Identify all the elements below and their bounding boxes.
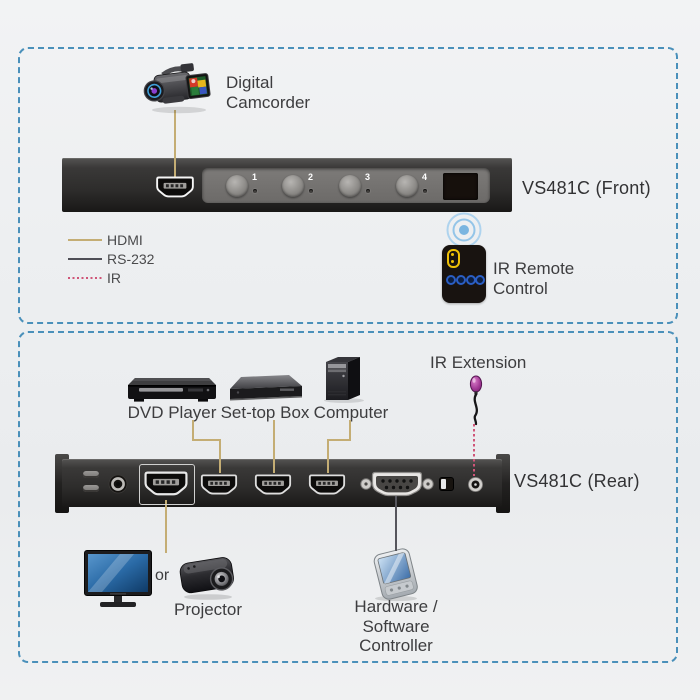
- legend-rs232-label: RS-232: [107, 251, 155, 267]
- ir-remote-label: IR Remote Control: [493, 259, 574, 298]
- hdmi-line-computer-v1: [349, 420, 351, 441]
- port-led-3: [366, 189, 370, 193]
- dc-power-jack-icon: [108, 474, 128, 494]
- rear-section-box: [18, 331, 678, 663]
- label-line: Camcorder: [226, 92, 311, 112]
- remote-key: [475, 275, 485, 285]
- hdmi-in-port-1-icon: [200, 474, 238, 495]
- signal-waves-icon: [446, 212, 482, 248]
- dvd-player-label: DVD Player: [127, 403, 217, 422]
- set-top-box-label: Set-top Box: [220, 403, 310, 422]
- ir-jack-icon: [468, 477, 483, 492]
- front-section-box: [18, 47, 678, 324]
- button-number: 4: [422, 172, 428, 182]
- hdmi-port-icon: [156, 176, 194, 198]
- monitor-icon: [84, 550, 152, 607]
- hdmi-line-dvd-v2: [219, 439, 221, 473]
- camcorder-label: Digital Camcorder: [226, 73, 310, 112]
- hdmi-in-port-3-icon: [308, 474, 346, 495]
- dvd-player-icon: [128, 378, 216, 402]
- port-button-1: [226, 175, 248, 197]
- hdmi-line-settop: [273, 420, 275, 473]
- remote-power-buttons: [447, 249, 460, 268]
- label-line: IR Remote: [493, 259, 575, 278]
- ir-extension-label: IR Extension: [430, 353, 527, 372]
- legend-ir-label: IR: [107, 270, 121, 286]
- cable-tie-icon: [83, 471, 99, 478]
- computer-label: Computer: [313, 403, 389, 422]
- switch-icon: [440, 478, 453, 490]
- rs232-line-controller: [395, 496, 397, 551]
- controller-pda-icon: [373, 548, 418, 602]
- ir-window-icon: [443, 173, 478, 200]
- label-line: Digital: [226, 73, 274, 92]
- hdmi-line-dvd-h: [192, 439, 221, 441]
- port-button-2: [282, 175, 304, 197]
- hdmi-line-dvd-v1: [192, 420, 194, 441]
- front-device-label: VS481C (Front): [522, 178, 651, 198]
- hdmi-line-computer-h: [327, 439, 351, 441]
- remote-key: [456, 275, 466, 285]
- port-led-2: [309, 189, 313, 193]
- ir-line-extension: [473, 424, 475, 476]
- hdmi-connection-line-camcorder: [174, 110, 176, 180]
- label-line: Controller: [359, 636, 433, 656]
- hdmi-in-port-2-icon: [254, 474, 292, 495]
- digital-camcorder-icon: [143, 63, 211, 114]
- ir-extension-bulb-icon: [469, 375, 483, 426]
- legend-hdmi-label: HDMI: [107, 232, 143, 248]
- port-led-4: [423, 189, 427, 193]
- db9-serial-port-icon: [360, 471, 434, 497]
- port-button-4: [396, 175, 418, 197]
- remote-dot: [451, 253, 454, 256]
- legend-rs232-swatch: [68, 258, 102, 260]
- projector-icon: [179, 557, 234, 600]
- port-button-3: [339, 175, 361, 197]
- controller-label: Hardware / Software Controller: [320, 597, 472, 656]
- port-led-1: [253, 189, 257, 193]
- computer-tower-icon: [324, 357, 364, 403]
- rear-device-label: VS481C (Rear): [514, 471, 640, 491]
- legend-hdmi-swatch: [68, 239, 102, 241]
- set-top-box-icon: [230, 375, 302, 401]
- ir-remote-icon: [442, 245, 486, 303]
- legend-ir-swatch: [68, 277, 102, 279]
- button-number: 2: [308, 172, 314, 182]
- hdmi-line-computer-v2: [327, 439, 329, 473]
- projector-label: Projector: [173, 600, 243, 619]
- label-line: Hardware / Software: [354, 597, 438, 636]
- hdmi-out-port-icon: [144, 471, 188, 496]
- remote-dot: [451, 259, 454, 263]
- button-number: 1: [252, 172, 258, 182]
- label-line: Control: [493, 278, 548, 298]
- cable-tie-icon: [83, 485, 99, 492]
- button-number: 3: [365, 172, 371, 182]
- hdmi-line-output: [165, 500, 167, 553]
- remote-key: [446, 275, 456, 285]
- hdmi-out-highlight-box: [139, 464, 195, 505]
- or-label: or: [155, 567, 170, 584]
